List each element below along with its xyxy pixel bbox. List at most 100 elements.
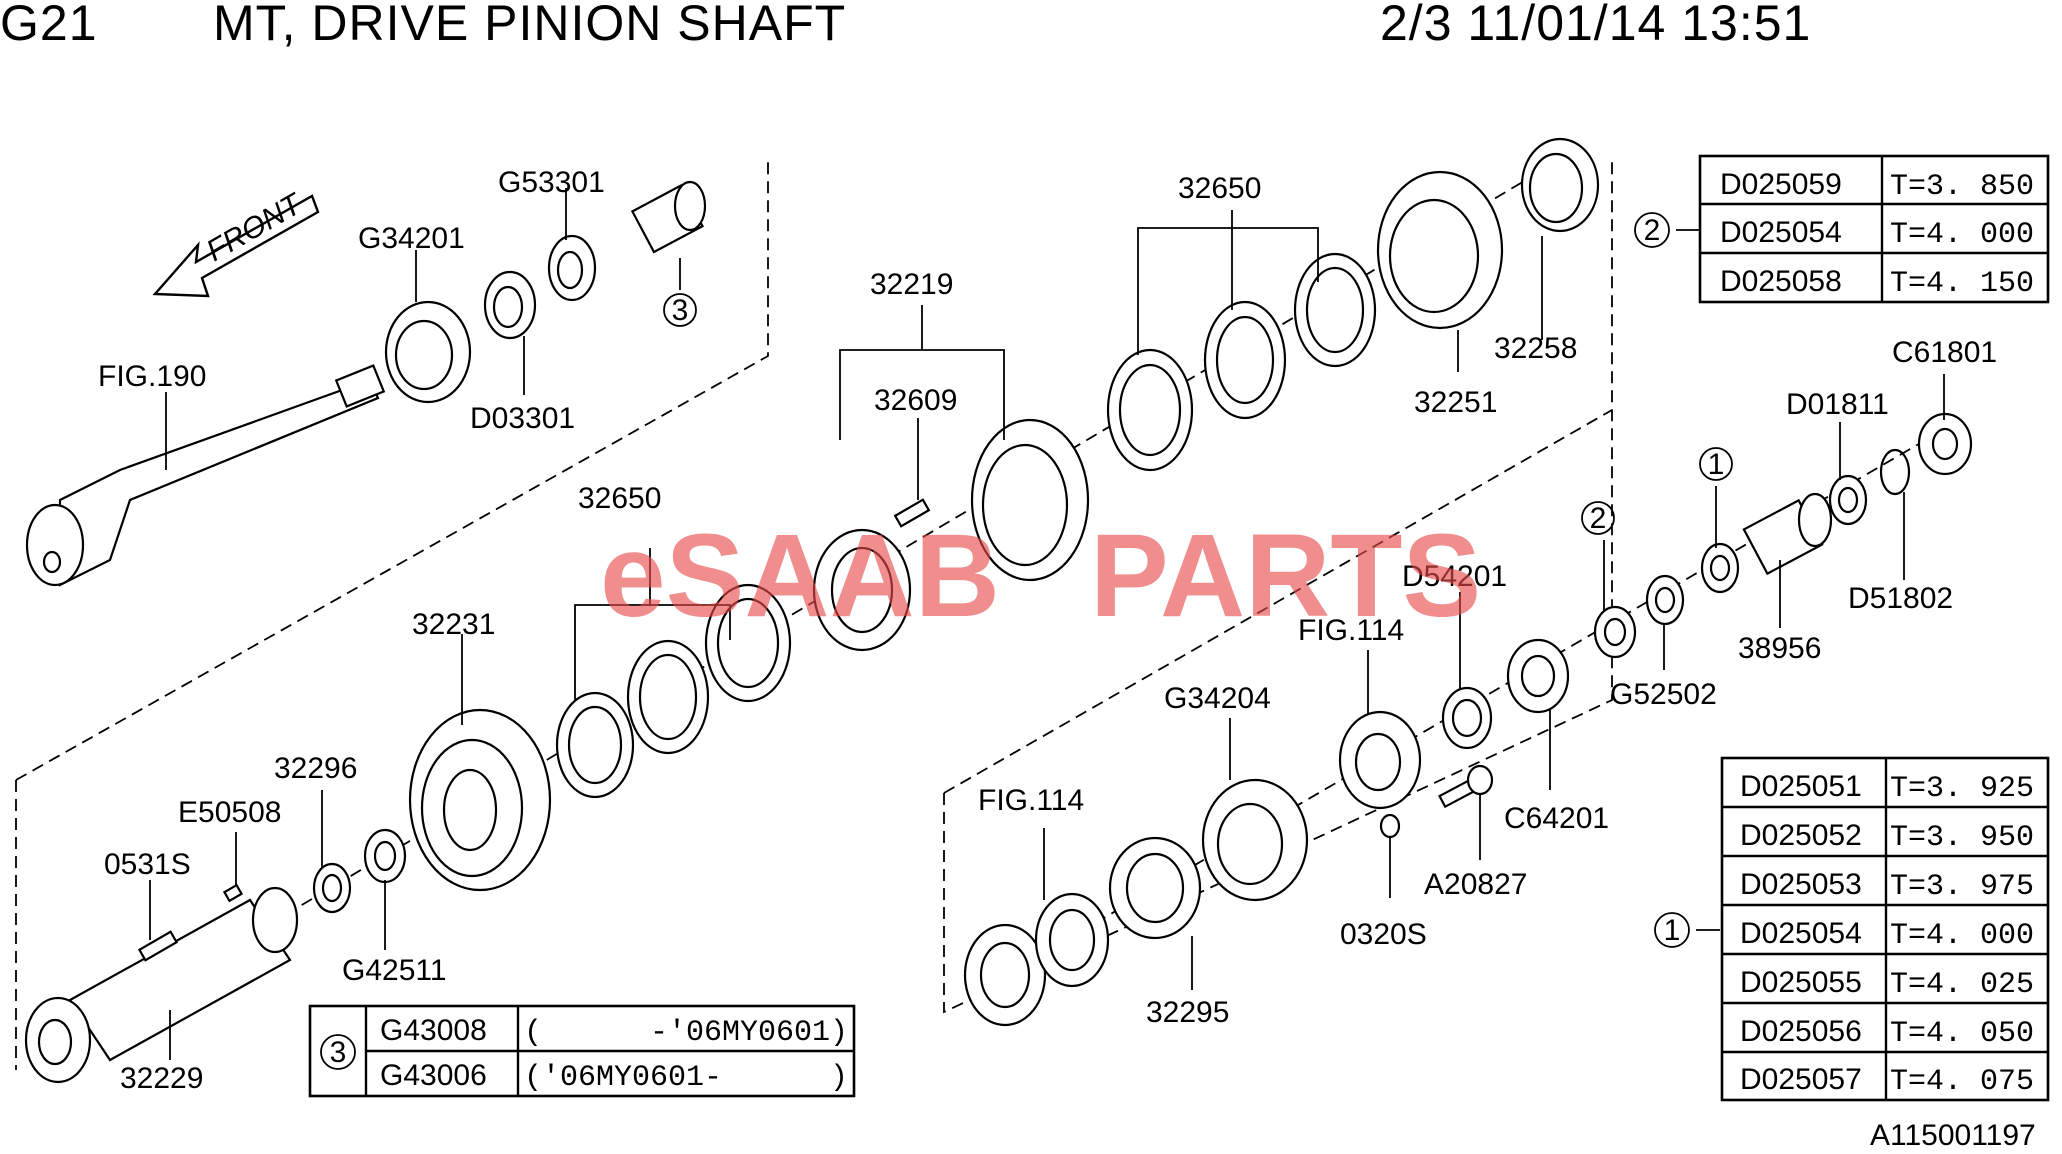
label-32609: 32609 bbox=[874, 384, 957, 417]
label-e50508: E50508 bbox=[178, 796, 281, 829]
washer-d01811 bbox=[1828, 474, 1868, 526]
key-32609 bbox=[893, 498, 931, 528]
label-fig114-lower: FIG.114 bbox=[978, 784, 1084, 817]
label-0531s: 0531S bbox=[104, 848, 191, 881]
table-1-row-1-spec: T=3. 925 bbox=[1890, 772, 2034, 806]
marker-2-mid: 2 bbox=[1581, 501, 1615, 535]
table-2-row-2-part: D025054 bbox=[1720, 216, 1842, 249]
washer-g52502 bbox=[1645, 574, 1685, 626]
gear-32231 bbox=[408, 708, 552, 892]
table-1-row-1-part: D025051 bbox=[1740, 770, 1862, 803]
washer-32296 bbox=[312, 862, 352, 914]
synchro-rings-32650-lower bbox=[555, 583, 792, 799]
label-fig114-upper: FIG.114 bbox=[1298, 614, 1404, 647]
snap-ring-d51802 bbox=[1879, 448, 1911, 496]
table-2-marker bbox=[1634, 212, 1670, 248]
table-3-row-2-part: G43006 bbox=[380, 1059, 487, 1092]
bush-32258 bbox=[1520, 137, 1600, 233]
label-c61801: C61801 bbox=[1892, 336, 1997, 369]
shim-part1 bbox=[1700, 542, 1740, 594]
svg-text:2: 2 bbox=[1644, 214, 1661, 247]
label-fig190: FIG.190 bbox=[98, 360, 206, 393]
bearing-38956 bbox=[1742, 492, 1833, 576]
table-1-row-3-spec: T=3. 975 bbox=[1890, 870, 2034, 904]
reference-code: A115001197 bbox=[1870, 1119, 2036, 1149]
label-32251: 32251 bbox=[1414, 386, 1497, 419]
label-g52502: G52502 bbox=[1610, 678, 1717, 711]
gasket-32295 bbox=[1108, 836, 1202, 940]
shaft-32229 bbox=[24, 886, 299, 1084]
synchro-hub-32219 bbox=[812, 418, 1090, 652]
washer-0320s bbox=[1379, 813, 1401, 839]
table-1-row-2-spec: T=3. 950 bbox=[1890, 821, 2034, 855]
variant-table-3: 3 G43008 ( -'06MY0601) G43006 ('06MY0601… bbox=[308, 1004, 856, 1098]
table-3-row-1-part: G43008 bbox=[380, 1014, 487, 1047]
table-1-row-4-part: D025054 bbox=[1740, 917, 1862, 950]
table-1-row-7-part: D025057 bbox=[1740, 1063, 1862, 1096]
label-g42511: G42511 bbox=[342, 954, 447, 987]
table-1-row-7-spec: T=4. 075 bbox=[1890, 1065, 2034, 1099]
table-2-row-2-spec: T=4. 000 bbox=[1890, 218, 2034, 252]
table-1-row-3-part: D025053 bbox=[1740, 868, 1862, 901]
label-32258: 32258 bbox=[1494, 332, 1577, 365]
thickness-table-1: 1 D025051 T=3. 925 D025052 T=3. 950 D025… bbox=[1654, 756, 2050, 1102]
label-32650-lower: 32650 bbox=[578, 482, 661, 515]
label-32219: 32219 bbox=[870, 268, 953, 301]
svg-text:2: 2 bbox=[1590, 502, 1607, 535]
label-32229: 32229 bbox=[120, 1062, 203, 1095]
washer-d54201 bbox=[1441, 686, 1493, 750]
shim-part2 bbox=[1593, 605, 1637, 659]
boundary-top-left bbox=[15, 160, 769, 781]
nut-c61801 bbox=[1917, 412, 1973, 476]
bearing-fig114-upper bbox=[1338, 710, 1422, 810]
marker-1-top: 1 bbox=[1699, 447, 1733, 481]
table-3-marker bbox=[320, 1034, 356, 1070]
watermark-logo: eSAAB PARTS bbox=[600, 510, 1481, 642]
label-c64201: C64201 bbox=[1504, 802, 1609, 835]
boundary-right-inner bbox=[943, 409, 1613, 794]
leader-lines bbox=[149, 188, 1945, 1060]
label-32231: 32231 bbox=[412, 608, 495, 641]
pin-e50508 bbox=[222, 883, 244, 903]
gear-32251 bbox=[1376, 170, 1504, 330]
svg-text:3: 3 bbox=[672, 294, 689, 327]
watermark-prefix: eSAAB bbox=[600, 510, 1000, 642]
table-1-row-5-spec: T=4. 025 bbox=[1890, 968, 2034, 1002]
bolt-a20827 bbox=[1438, 764, 1494, 809]
table-2-row-3-part: D025058 bbox=[1720, 265, 1842, 298]
table-2-row-1-part: D025059 bbox=[1720, 168, 1842, 201]
key-0531s bbox=[137, 930, 179, 962]
table-1-row-2-part: D025052 bbox=[1740, 819, 1862, 852]
marker-3-top: 3 bbox=[663, 293, 697, 327]
table-2-row-3-spec: T=4. 150 bbox=[1890, 267, 2034, 301]
label-g34204: G34204 bbox=[1164, 682, 1271, 715]
nut-c64201 bbox=[1506, 638, 1570, 714]
gear-fig114-lower bbox=[963, 892, 1110, 1027]
bush-part3 bbox=[630, 180, 707, 254]
front-arrow-icon: FRONT bbox=[152, 186, 320, 298]
label-d54201: D54201 bbox=[1402, 560, 1507, 593]
table-1-marker bbox=[1654, 912, 1690, 948]
label-a20827: A20827 bbox=[1424, 868, 1527, 901]
table-3-row-2-spec: ('06MY0601- ) bbox=[524, 1061, 848, 1095]
table-1-row-4-spec: T=4. 000 bbox=[1890, 919, 2034, 953]
table-3-row-1-spec: ( -'06MY0601) bbox=[524, 1016, 848, 1050]
table-1-row-6-spec: T=4. 050 bbox=[1890, 1017, 2034, 1051]
label-d51802: D51802 bbox=[1848, 582, 1953, 615]
watermark-suffix: PARTS bbox=[1090, 510, 1481, 642]
label-d03301: D03301 bbox=[470, 402, 575, 435]
table-2-row-1-spec: T=3. 850 bbox=[1890, 170, 2034, 204]
thickness-table-2: 2 D025059 T=3. 850 D025054 T=4. 000 D025… bbox=[1634, 154, 2050, 304]
label-32296: 32296 bbox=[274, 752, 357, 785]
boundary-right bbox=[943, 160, 1613, 1014]
label-g34201: G34201 bbox=[358, 222, 465, 255]
table-1-row-6-part: D025056 bbox=[1740, 1015, 1862, 1048]
bearing-g42511 bbox=[363, 828, 407, 884]
bearing-g34201 bbox=[384, 300, 472, 404]
shaft-fig190 bbox=[25, 364, 386, 587]
cage-g53301 bbox=[547, 234, 597, 302]
page-title: MT, DRIVE PINION SHAFT bbox=[213, 0, 846, 51]
synchro-rings-32650-upper bbox=[1106, 252, 1377, 472]
